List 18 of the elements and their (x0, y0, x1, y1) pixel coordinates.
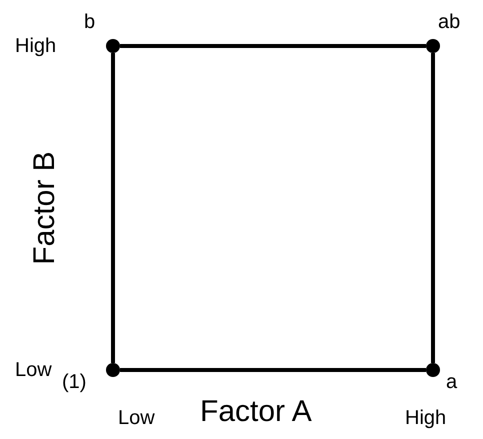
corner-label: (1) (62, 372, 86, 392)
corner-point (426, 39, 440, 53)
corner-point (426, 363, 440, 377)
level-label: Low (118, 408, 155, 428)
connector-line (120, 368, 426, 372)
level-label: Low (15, 360, 52, 380)
level-label: High (15, 36, 56, 56)
connector-line (431, 53, 435, 363)
corner-point (106, 363, 120, 377)
axis-title: Factor B (30, 151, 60, 265)
axis-title: Factor A (200, 397, 312, 427)
corner-label: a (446, 372, 458, 392)
connector-line (120, 44, 426, 48)
level-label: High (405, 408, 446, 428)
corner-point (106, 39, 120, 53)
corner-label: b (84, 12, 96, 32)
corner-label: ab (438, 12, 460, 32)
connector-line (111, 53, 115, 363)
